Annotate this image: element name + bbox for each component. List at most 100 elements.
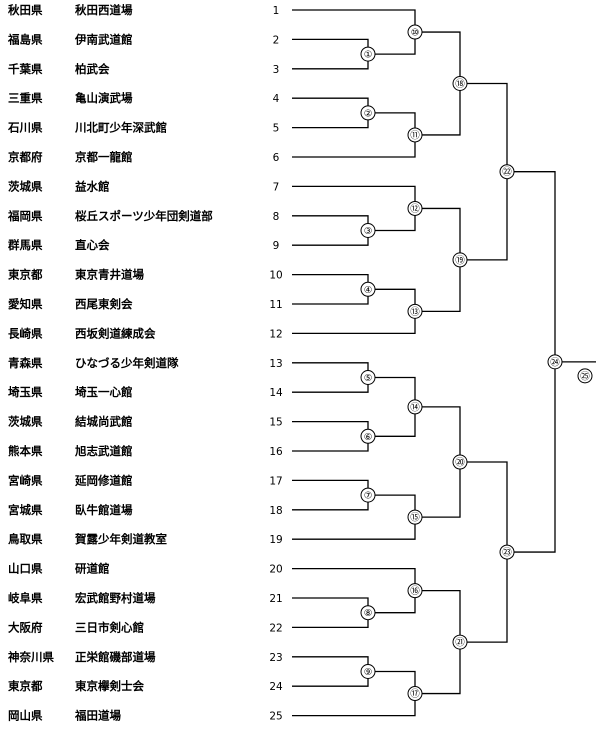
match-marker: ⑭ — [407, 399, 423, 415]
match-number: ⑬ — [410, 307, 420, 318]
bracket-connector — [292, 420, 369, 452]
entry-team: ひなづる少年剣道隊 — [75, 356, 179, 370]
bracket-connector — [292, 9, 416, 55]
match-marker: ⑮ — [407, 509, 423, 525]
entry-prefecture: 愛知県 — [8, 297, 43, 311]
entry-team: 桜丘スポーツ少年団剣道部 — [75, 209, 213, 223]
connector-line — [292, 494, 416, 540]
connector-line — [292, 288, 416, 335]
match-marker: ⑪ — [407, 127, 423, 143]
entry-prefecture: 大阪府 — [8, 620, 43, 634]
entry-team: 研道館 — [75, 562, 110, 576]
bracket-connector — [292, 38, 369, 70]
match-circle — [407, 200, 423, 216]
match-marker: ⑰ — [407, 686, 423, 702]
match-number: ⑮ — [410, 513, 420, 524]
match-circle — [407, 399, 423, 415]
match-circle — [407, 509, 423, 525]
entry-team: 延岡修道館 — [74, 473, 133, 487]
bracket-connector — [292, 479, 369, 511]
entry-team: 正栄館磯部道場 — [75, 650, 156, 664]
match-number: ⑭ — [410, 402, 420, 413]
connector-line — [292, 112, 416, 158]
entry-team: 東京欅剣士会 — [75, 679, 144, 693]
match-marker: ⑫ — [407, 200, 423, 216]
connector-line — [292, 97, 369, 129]
match-marker: ⑳ — [452, 454, 468, 470]
entry-prefecture: 岐阜県 — [8, 591, 43, 605]
match-marker: ⑦ — [360, 487, 376, 503]
connector-line — [292, 670, 416, 717]
bracket-connector — [292, 112, 416, 158]
match-circle — [360, 428, 376, 444]
match-marker: ⑧ — [360, 605, 376, 621]
bracket-connector — [292, 567, 416, 614]
entry-seed-number: 1 — [273, 5, 280, 17]
entry-seed-number: 16 — [269, 446, 283, 458]
match-number: ⑯ — [410, 586, 420, 597]
entry-team: 益水館 — [75, 179, 110, 193]
entry-row: 茨城県 益水館 7 — [8, 179, 279, 193]
entry-team: 直心会 — [75, 238, 110, 252]
match-circle — [452, 76, 468, 91]
match-circle — [407, 303, 423, 319]
entry-seed-number: 17 — [269, 475, 282, 487]
match-number: ⑥ — [364, 432, 373, 443]
entry-row: 福岡県 桜丘スポーツ少年団剣道部 8 — [7, 209, 279, 223]
match-marker: ③ — [360, 223, 376, 238]
entry-prefecture: 宮崎県 — [8, 473, 43, 487]
entry-prefecture: 茨城県 — [8, 179, 43, 193]
entry-seed-number: 12 — [269, 328, 282, 340]
connector-line — [292, 479, 369, 511]
match-marker: ④ — [360, 281, 376, 297]
bracket-connector — [292, 185, 416, 232]
match-marker: ㉔ — [547, 354, 563, 370]
match-number: ㉓ — [502, 548, 512, 559]
match-number: ⑨ — [364, 667, 373, 678]
match-circle — [452, 634, 468, 650]
entry-prefecture: 青森県 — [8, 356, 43, 370]
entry-team: 秋田西道場 — [75, 3, 133, 17]
match-marker: ㉓ — [499, 544, 515, 560]
entry-seed-number: 18 — [269, 505, 282, 517]
match-circle — [407, 127, 423, 143]
entry-prefecture: 福岡県 — [7, 209, 43, 223]
match-circle — [499, 544, 515, 560]
entry-team: 西尾東剣会 — [75, 297, 133, 311]
connector-line — [292, 9, 416, 55]
entry-prefecture: 千葉県 — [8, 62, 43, 76]
entry-seed-number: 8 — [273, 211, 280, 223]
entry-team: 三日市剣心館 — [75, 620, 144, 634]
connector-line — [292, 273, 369, 305]
match-circle — [407, 583, 423, 599]
connector-line — [292, 567, 416, 614]
match-number: ⑦ — [364, 491, 373, 502]
match-number: ㉑ — [455, 638, 465, 649]
match-circle — [360, 281, 376, 297]
entry-seed-number: 5 — [273, 123, 280, 135]
entry-row: 宮崎県 延岡修道館 17 — [8, 473, 283, 487]
bracket-connector — [292, 273, 369, 305]
entry-seed-number: 25 — [269, 711, 282, 723]
entry-seed-number: 7 — [273, 181, 280, 193]
entry-seed-number: 6 — [273, 152, 280, 164]
match-number: ⑪ — [410, 130, 420, 141]
bracket-connector — [292, 288, 416, 335]
match-number: ⑱ — [455, 79, 465, 90]
match-number: ⑰ — [410, 689, 420, 700]
entry-prefecture: 山口県 — [8, 562, 43, 576]
match-circle — [360, 664, 376, 679]
bracket-connector — [292, 656, 369, 687]
entry-seed-number: 14 — [269, 387, 283, 399]
